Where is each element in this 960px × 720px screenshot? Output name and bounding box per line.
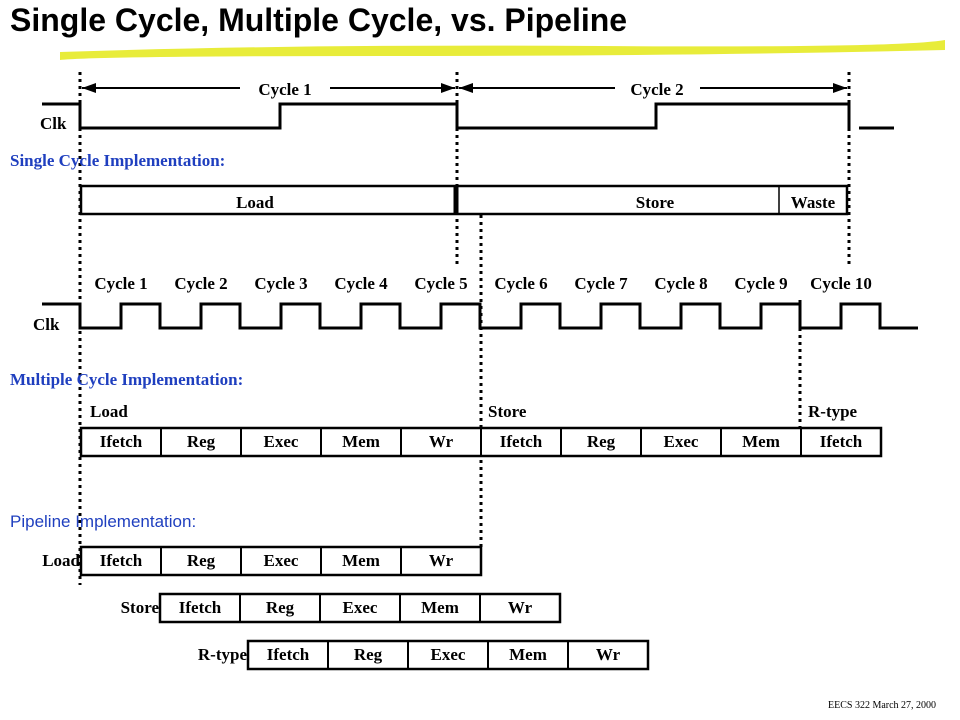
- multi-cycle-stage-row: [79, 426, 883, 458]
- stage-label: Reg: [353, 645, 383, 664]
- instruction-label: Store: [488, 402, 527, 421]
- stage-label: Ifetch: [99, 551, 143, 570]
- cycle-label: Cycle 2: [630, 80, 684, 99]
- footer-text: EECS 322 March 27, 2000: [828, 700, 937, 711]
- stage-label: Mem: [342, 551, 380, 570]
- stage-label: Reg: [186, 432, 216, 451]
- stage-label: Reg: [586, 432, 616, 451]
- multi-cycle-heading: Multiple Cycle Implementation:: [10, 370, 244, 389]
- stage-label: Wr: [428, 551, 454, 570]
- stage-label: Ifetch: [178, 598, 222, 617]
- stage-label: Ifetch: [99, 432, 143, 451]
- stage-label: Mem: [509, 645, 547, 664]
- title-underline: [60, 40, 945, 60]
- stage-label: Wr: [595, 645, 621, 664]
- stage-label: Ifetch: [499, 432, 543, 451]
- cycle-2-arrow: [459, 83, 847, 93]
- instruction-label: R-type: [808, 402, 858, 421]
- stage-label: Mem: [342, 432, 380, 451]
- cycle-label: Cycle 2: [174, 274, 228, 293]
- stage-label: Reg: [265, 598, 295, 617]
- stage-label: Exec: [342, 598, 378, 617]
- segment-label: Load: [236, 193, 274, 212]
- cycle-1-arrow: [82, 83, 455, 93]
- pipeline-row-label: R-type: [197, 645, 247, 664]
- pipeline-stage-row: [158, 592, 562, 624]
- stage-label: Exec: [263, 551, 299, 570]
- stage-label: Wr: [428, 432, 454, 451]
- clk-label: Clk: [33, 315, 60, 334]
- stage-label: Reg: [186, 551, 216, 570]
- segment-label: Waste: [790, 193, 836, 212]
- single-cycle-bar: [79, 184, 849, 216]
- segment-label: Store: [635, 193, 675, 212]
- cycle-label: Cycle 7: [574, 274, 628, 293]
- pipeline-stage-row: [79, 545, 483, 577]
- stage-label: Exec: [263, 432, 299, 451]
- stage-label: Ifetch: [819, 432, 863, 451]
- single-cycle-heading: Single Cycle Implementation:: [10, 151, 226, 170]
- stage-label: Wr: [507, 598, 533, 617]
- pipeline-row-label: Load: [42, 551, 80, 570]
- cycle-label: Cycle 3: [254, 274, 308, 293]
- pipeline-heading: Pipeline Implementation:: [10, 512, 197, 531]
- stage-label: Mem: [421, 598, 459, 617]
- cycle-label: Cycle 1: [94, 274, 148, 293]
- single-cycle-clock: [42, 102, 851, 130]
- cycle-label: Cycle 1: [258, 80, 312, 99]
- stage-label: Ifetch: [266, 645, 310, 664]
- page-title: Single Cycle, Multiple Cycle, vs. Pipeli…: [10, 2, 628, 38]
- stage-label: Exec: [663, 432, 699, 451]
- pipeline-stage-row: [246, 639, 650, 671]
- cycle-label: Cycle 9: [734, 274, 788, 293]
- pipeline-row-label: Store: [120, 598, 159, 617]
- stage-label: Exec: [430, 645, 466, 664]
- cycle-label: Cycle 10: [810, 274, 872, 293]
- cycle-label: Cycle 4: [334, 274, 388, 293]
- instruction-label: Load: [90, 402, 128, 421]
- stage-label: Mem: [742, 432, 780, 451]
- clk-label: Clk: [40, 114, 67, 133]
- cycle-label: Cycle 8: [654, 274, 708, 293]
- cycle-label: Cycle 5: [414, 274, 468, 293]
- cycle-label: Cycle 6: [494, 274, 548, 293]
- multi-cycle-clock: [42, 302, 918, 330]
